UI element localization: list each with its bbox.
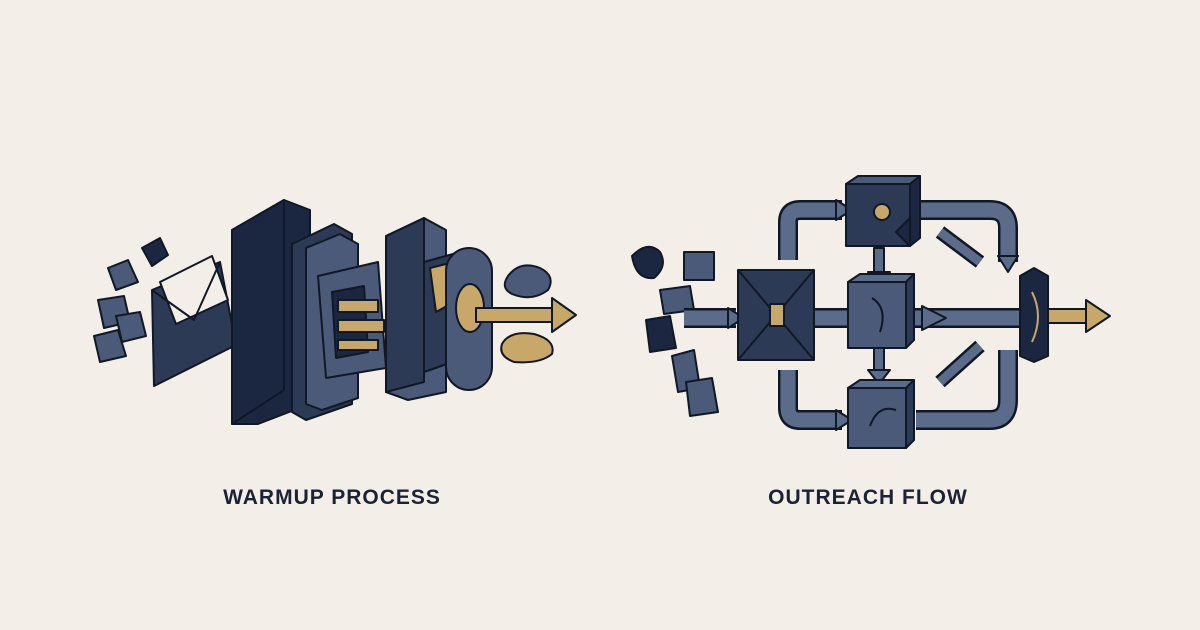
output-arrow-icon: [1047, 299, 1111, 333]
output-funnel-shape: [1019, 267, 1049, 363]
fragment-shape: [107, 259, 139, 291]
fragment-shape: [683, 251, 715, 281]
node-box-top: [845, 175, 921, 247]
envelope-icon: [151, 255, 237, 387]
warmup-process-diagram: [93, 199, 577, 425]
warmup-process-title: WARMUP PROCESS: [223, 486, 441, 509]
fragment-shape: [93, 329, 127, 363]
fragment-shape: [631, 245, 664, 280]
fragment-shape: [685, 377, 719, 417]
fragment-shape: [141, 237, 169, 267]
blob-shape: [503, 264, 552, 299]
outreach-flow-title: OUTREACH FLOW: [768, 486, 968, 509]
main-node-box: [737, 269, 815, 361]
node-box-middle: [847, 273, 915, 349]
fragment-shape: [115, 311, 147, 343]
blob-shape: [500, 332, 554, 364]
output-arrow-icon: [475, 297, 577, 333]
outreach-flow-diagram: [631, 175, 1111, 449]
fragment-shape: [645, 315, 677, 353]
node-box-bottom: [847, 379, 915, 449]
